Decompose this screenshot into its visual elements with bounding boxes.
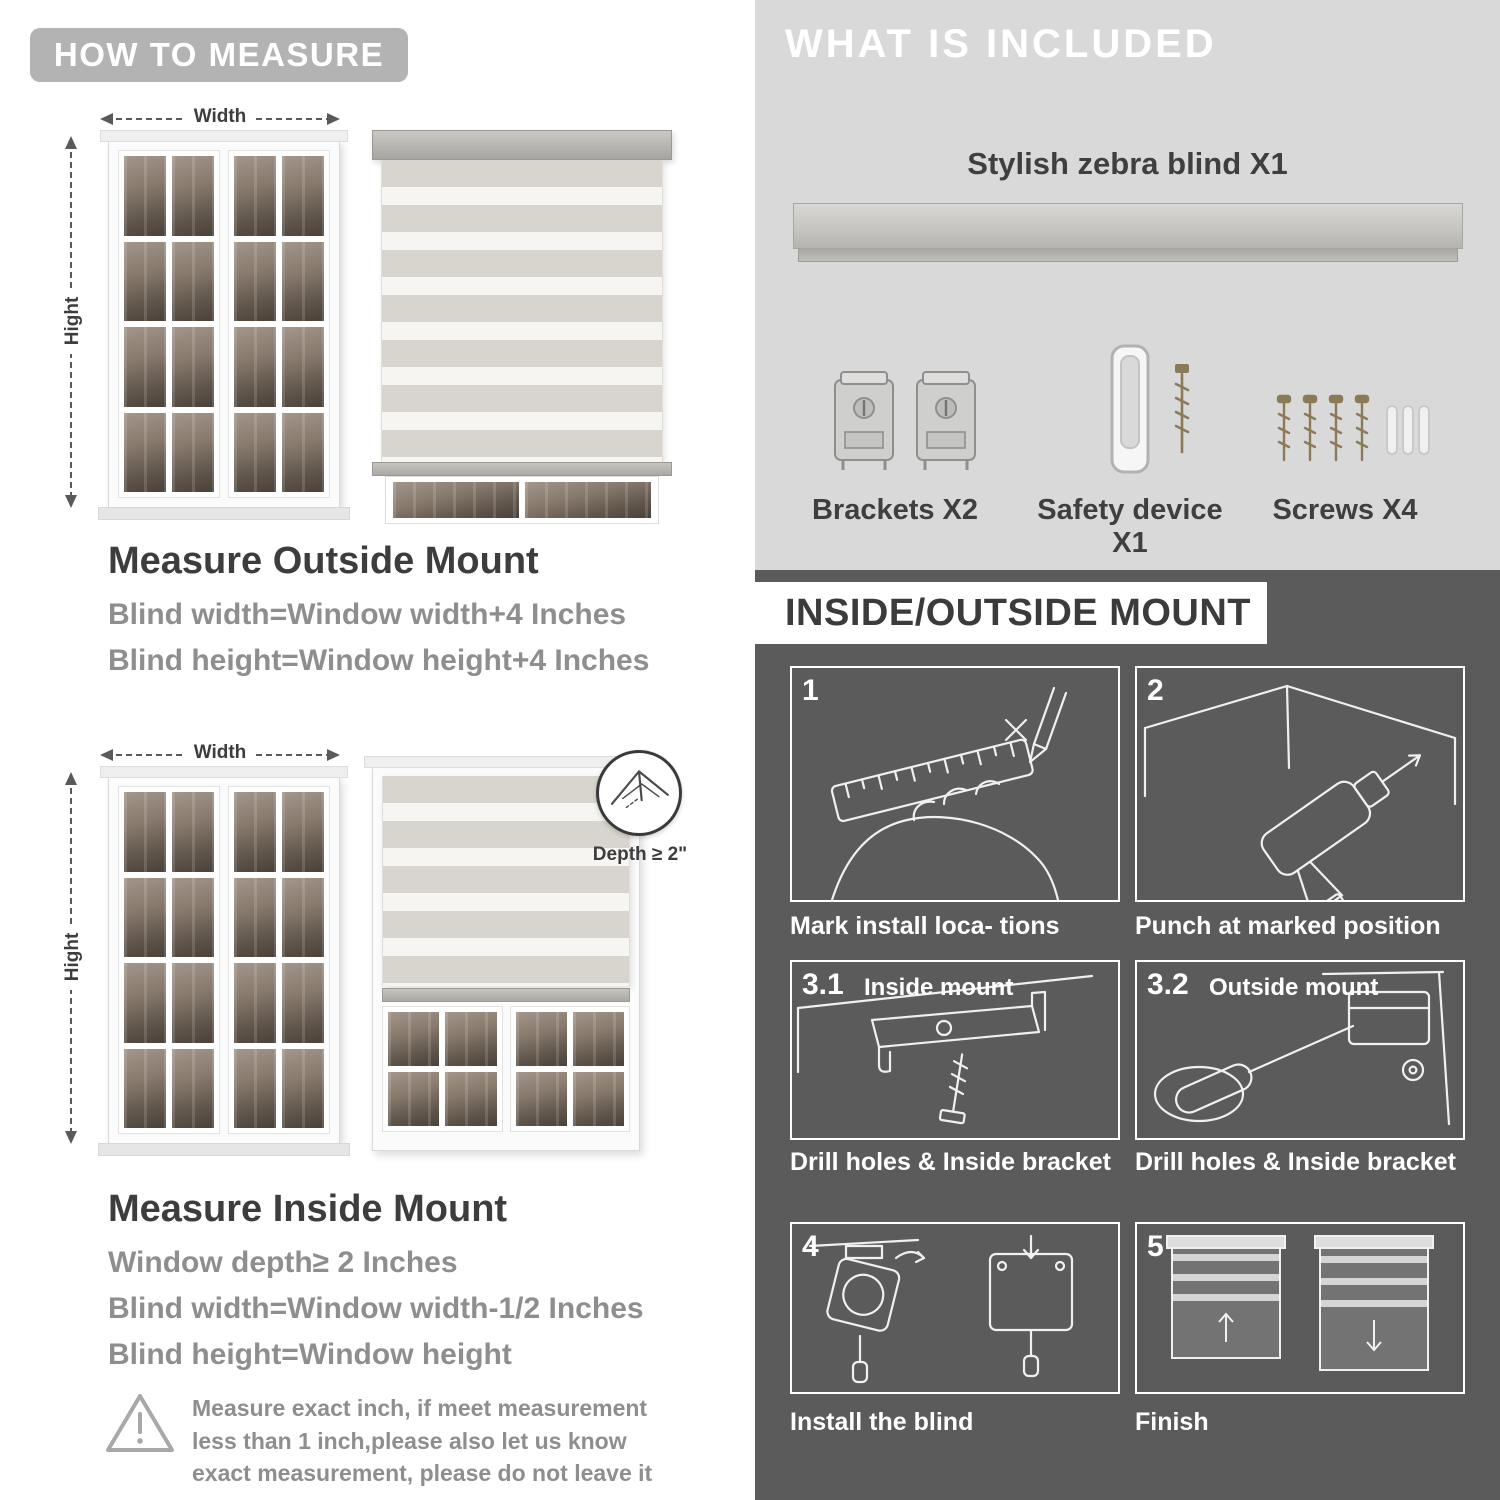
measurement-note: Measure exact inch, if meet measurement …	[192, 1395, 653, 1487]
blind-bottom-rail	[372, 462, 672, 476]
outside-rule-1: Blind width=Window width+4 Inches	[108, 598, 627, 631]
window-illustration-inside	[98, 766, 350, 1156]
screws-icon	[1276, 394, 1430, 462]
outside-rule-2: Blind height=Window height+4 Inches	[108, 644, 650, 677]
blind-shade	[382, 776, 630, 986]
step-caption-2: Punch at marked position	[1135, 912, 1441, 940]
step-caption-1: Mark install loca- tions	[790, 912, 1060, 940]
blind-product-label: Stylish zebra blind X1	[967, 146, 1288, 181]
height-measure-arrow: Hight	[59, 136, 83, 508]
zebra-blind-inside-illustration	[364, 756, 648, 1151]
blind-cassette	[372, 130, 672, 160]
mount-title-bar: INSIDE/OUTSIDE MOUNT	[755, 582, 1267, 644]
inside-rule-3: Blind height=Window height	[108, 1338, 512, 1371]
step-caption-4: Install the blind	[790, 1408, 974, 1436]
mark-locations-illustration	[792, 668, 1118, 900]
step-number: 4	[802, 1230, 819, 1263]
step-panel-3-2: 3.2 Outside mount	[1135, 960, 1465, 1140]
inside-bracket-illustration	[792, 962, 1118, 1138]
step-number: 3.1	[802, 968, 844, 1001]
width-label: Width	[194, 742, 247, 763]
outside-bracket-illustration	[1137, 962, 1463, 1138]
window-sash	[118, 150, 220, 498]
inside-outside-mount-section: INSIDE/OUTSIDE MOUNT	[755, 570, 1500, 1500]
height-label: Hight	[62, 296, 83, 345]
step-panel-5: 5	[1135, 1222, 1465, 1394]
drill-illustration	[1137, 668, 1463, 900]
window-sash	[228, 150, 330, 498]
depth-detail-magnifier	[596, 750, 682, 836]
step-number: 2	[1147, 674, 1164, 707]
inside-rule-2: Blind width=Window width-1/2 Inches	[108, 1292, 644, 1325]
safety-device-icon	[1110, 344, 1190, 474]
finish-illustration	[1137, 1224, 1463, 1392]
step-number: 3.2	[1147, 968, 1189, 1001]
step-inner-label: Outside mount	[1209, 974, 1379, 1001]
step-caption-3-1: Drill holes & Inside bracket	[790, 1148, 1111, 1176]
step-panel-2: 2	[1135, 666, 1465, 902]
zebra-blind-image	[793, 203, 1463, 262]
window-illustration-outside	[98, 130, 350, 520]
window-sash	[509, 1006, 630, 1132]
brackets-icon	[834, 371, 976, 470]
height-label: Hight	[62, 932, 83, 981]
inside-rule-1: Window depth≥ 2 Inches	[108, 1246, 458, 1279]
height-measure-arrow: Hight	[59, 772, 83, 1144]
inside-mount-heading: Measure Inside Mount	[108, 1188, 508, 1230]
window-under-blind	[385, 476, 659, 524]
blind-shade	[381, 160, 663, 462]
width-measure-arrow: Width	[100, 104, 340, 127]
step-caption-5: Finish	[1135, 1408, 1209, 1436]
window-corner-detail	[610, 770, 669, 809]
step-inner-label: Inside mount	[864, 974, 1014, 1001]
window-under-blind	[382, 1006, 630, 1132]
outside-mount-heading: Measure Outside Mount	[108, 540, 539, 582]
step-number: 5	[1147, 1230, 1164, 1263]
safety-device-label: Safety device X1	[1037, 494, 1223, 559]
brackets-label: Brackets X2	[811, 494, 979, 526]
mount-title: INSIDE/OUTSIDE MOUNT	[785, 591, 1252, 634]
step-panel-1: 1	[790, 666, 1120, 902]
window-sash	[118, 786, 220, 1134]
zebra-blind-outside-illustration	[372, 130, 672, 524]
window-sash	[228, 786, 330, 1134]
step-caption-3-2: Drill holes & Inside bracket	[1135, 1148, 1456, 1176]
what-is-included-section: WHAT IS INCLUDED Stylish zebra blind X1	[755, 0, 1500, 570]
window-sash	[382, 1006, 503, 1132]
install-blind-illustration	[792, 1224, 1118, 1392]
depth-callout: Depth ≥ 2"	[592, 844, 688, 865]
step-panel-3-1: 3.1 Inside mount	[790, 960, 1120, 1140]
screws-label: Screws X4	[1272, 494, 1418, 526]
included-title: WHAT IS INCLUDED	[785, 22, 1217, 66]
blind-bottom-rail	[382, 988, 630, 1002]
how-to-measure-badge: HOW TO MEASURE	[30, 28, 408, 82]
step-number: 1	[802, 674, 819, 707]
width-measure-arrow: Width	[100, 740, 340, 763]
step-panel-4: 4	[790, 1222, 1120, 1394]
warning-icon	[106, 1394, 174, 1452]
width-label: Width	[194, 106, 247, 127]
